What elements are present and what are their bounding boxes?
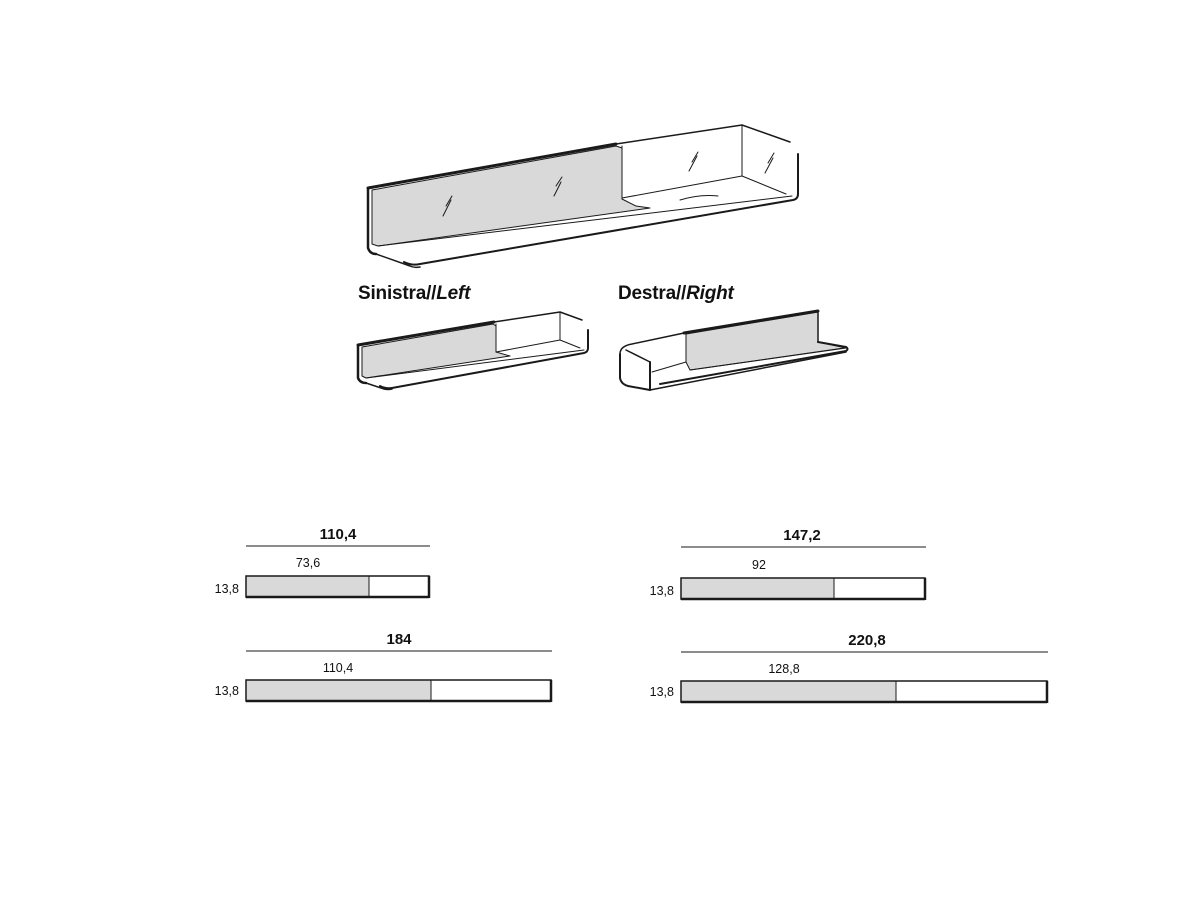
main-back-top-edge bbox=[366, 142, 618, 190]
main-bottom-front-edge bbox=[375, 253, 421, 269]
dim-part-147: 92 bbox=[752, 558, 766, 572]
dim-depth-110: 13,8 bbox=[214, 582, 239, 596]
variant-left-en: Left bbox=[436, 283, 471, 304]
right-variant-shelf bbox=[619, 309, 849, 391]
plan-184 bbox=[245, 650, 553, 703]
dim-part-110: 73,6 bbox=[295, 556, 321, 570]
left-right-end bbox=[379, 329, 589, 390]
dim-total-220: 220,8 bbox=[848, 632, 886, 649]
plan-110 bbox=[245, 545, 431, 599]
right-box-front-top bbox=[625, 349, 651, 363]
left-variant-shelf bbox=[356, 311, 589, 391]
variant-left-it: Sinistra bbox=[358, 283, 427, 304]
dim-total-147: 147,2 bbox=[783, 527, 821, 544]
main-bottom-inner-line bbox=[377, 195, 793, 247]
main-left-end bbox=[366, 186, 378, 256]
dim-total-110: 110,4 bbox=[319, 526, 357, 543]
right-box-left-end bbox=[619, 353, 651, 391]
left-box-inner-floor-back bbox=[495, 339, 561, 353]
dim-total-184: 184 bbox=[386, 631, 412, 648]
main-right-end bbox=[403, 153, 799, 266]
left-left-end bbox=[356, 343, 368, 385]
main-glass-reflections bbox=[442, 151, 775, 217]
plan-147 bbox=[680, 546, 927, 601]
main-box-inner-floor-side bbox=[741, 175, 787, 195]
right-back-top-edge bbox=[682, 309, 820, 335]
right-box-inner-floor bbox=[651, 361, 687, 373]
variant-left-separator: // bbox=[426, 283, 437, 304]
main-box-top-edge bbox=[615, 124, 791, 145]
plan-220 bbox=[680, 651, 1049, 704]
dim-part-184: 110,4 bbox=[322, 661, 354, 675]
plan-220-glass-section bbox=[681, 681, 896, 702]
dim-depth-184: 13,8 bbox=[214, 684, 239, 698]
dim-depth-220: 13,8 bbox=[649, 685, 674, 699]
dim-depth-147: 13,8 bbox=[649, 584, 674, 598]
right-box-top-edge bbox=[619, 332, 685, 355]
variant-right-en: Right bbox=[686, 283, 734, 304]
left-box-top-edge bbox=[493, 311, 583, 323]
variant-right-it: Destra bbox=[618, 283, 676, 304]
dim-part-220: 128,8 bbox=[768, 662, 800, 676]
variant-label-left: Sinistra//Left bbox=[358, 283, 470, 305]
right-bottom-inner-line bbox=[689, 347, 845, 371]
main-box-inner-floor-back bbox=[621, 175, 743, 199]
left-glass-back-panel bbox=[361, 323, 511, 379]
left-box-inner-floor-side bbox=[559, 339, 581, 349]
left-bottom-front-edge bbox=[365, 382, 393, 391]
right-bottom-front-edge bbox=[649, 351, 847, 391]
right-bottom-shelf-right bbox=[659, 341, 849, 385]
variant-right-separator: // bbox=[675, 283, 687, 304]
plan-184-glass-section bbox=[246, 680, 431, 701]
left-bottom-inner-line bbox=[365, 349, 585, 379]
plan-110-glass-section bbox=[246, 576, 369, 597]
main-glass-back-panel bbox=[371, 145, 651, 247]
plan-147-glass-section bbox=[681, 578, 834, 599]
variant-label-right: Destra//Right bbox=[618, 283, 734, 305]
left-back-top-edge bbox=[356, 320, 496, 347]
main-shelf-perspective bbox=[366, 124, 799, 269]
